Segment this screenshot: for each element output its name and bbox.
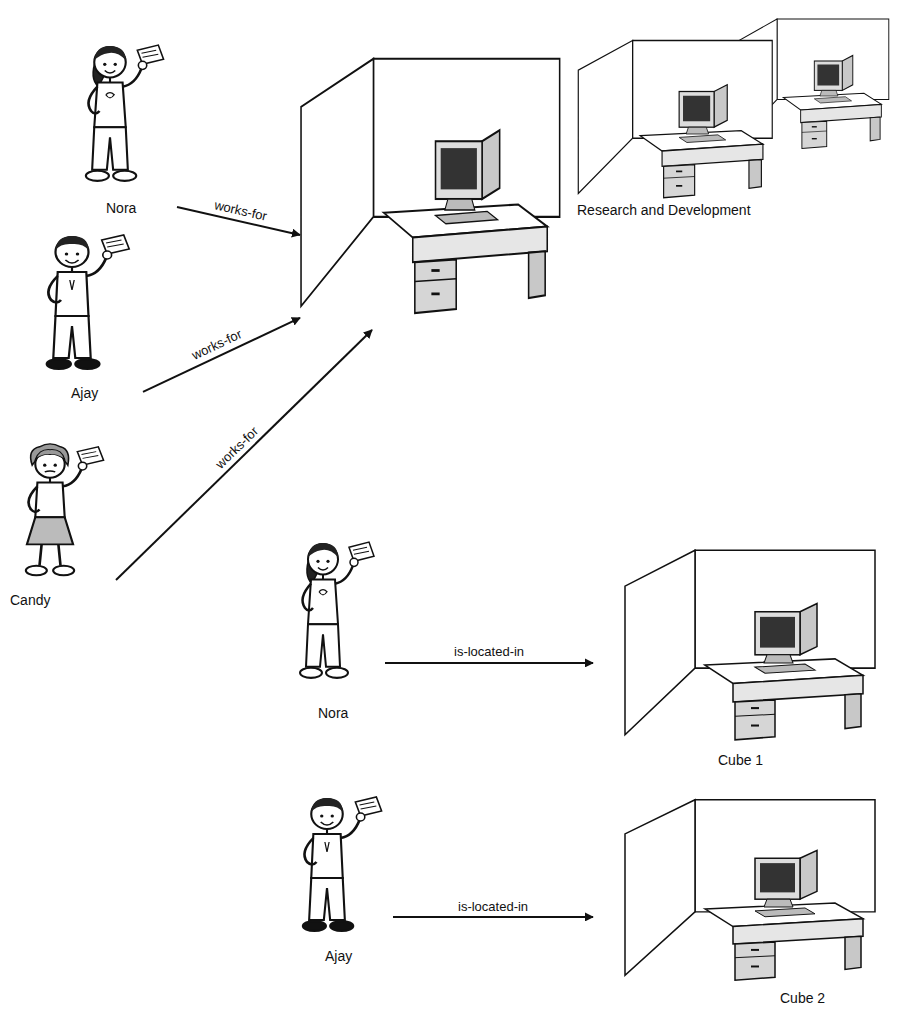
node-label: Ajay — [71, 385, 98, 402]
edge-label: is-located-in — [454, 644, 524, 659]
node-label: Candy — [10, 592, 50, 609]
node-label: Ajay — [325, 948, 352, 965]
relation-arrow — [143, 318, 300, 392]
node-label: Nora — [318, 705, 348, 722]
node-label: Cube 1 — [718, 752, 763, 769]
person-figure — [303, 797, 382, 931]
person-figure — [26, 444, 104, 575]
person-figure — [86, 45, 164, 181]
edge-label: works-for — [213, 197, 268, 223]
cubicle-node: Cube 1 — [593, 538, 888, 772]
person-node: Ajay — [25, 226, 143, 406]
node-label: Research and Development — [575, 202, 753, 219]
node-label: Nora — [106, 200, 136, 217]
person-node: Nora — [281, 533, 385, 725]
person-figure — [47, 235, 130, 369]
person-figure — [300, 542, 374, 678]
relation-arrow — [393, 916, 593, 918]
department-area: Research and Development — [300, 12, 895, 330]
cubicle-drawing — [578, 41, 772, 198]
edge-label: is-located-in — [458, 899, 528, 914]
person-node: Ajay — [283, 788, 393, 970]
person-node: Nora — [65, 36, 177, 222]
node-label: Cube 2 — [780, 990, 825, 1007]
cubicle-drawing — [301, 59, 560, 313]
cubicle-drawing — [625, 800, 875, 980]
person-node: Candy — [6, 438, 116, 614]
relation-arrow — [116, 330, 372, 580]
cubicle-node: Cube 2 — [593, 788, 890, 1010]
edge-label: works-for — [212, 423, 261, 471]
relation-arrow — [385, 662, 593, 664]
cubicle-drawing — [625, 550, 875, 740]
